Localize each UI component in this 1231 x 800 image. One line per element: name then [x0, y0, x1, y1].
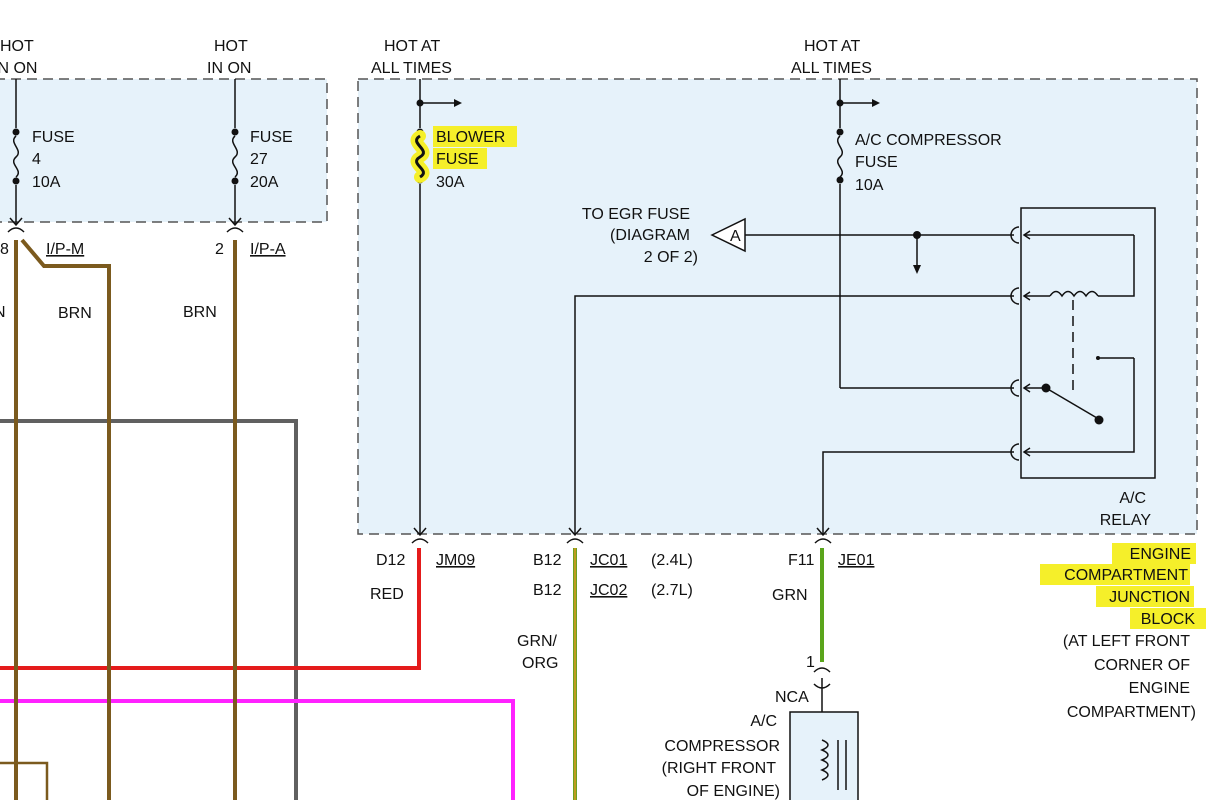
fuse27-number: 27 — [250, 151, 268, 168]
block-label-line6: CORNER OF — [1094, 657, 1190, 674]
wire-grn: GRN — [772, 587, 808, 604]
fuse4-name: FUSE — [32, 129, 75, 146]
pin-d12: D12 — [376, 552, 405, 569]
jc01-note: (2.4L) — [651, 552, 693, 569]
hot-in-on-left-line2: IN ON — [0, 60, 37, 77]
compressor-line2: COMPRESSOR — [664, 738, 780, 755]
connector-ipa: I/P-A — [250, 241, 286, 258]
egr-reference-arrow — [710, 217, 746, 253]
compressor-clutch-coil — [820, 739, 829, 781]
fuse4-rating: 10A — [32, 174, 61, 191]
connector-ipm: I/P-M — [46, 241, 84, 258]
nca-pin: 1 — [806, 654, 815, 671]
hot-in-on-right-line2: IN ON — [207, 60, 251, 77]
block-label-line1: ENGINE — [1130, 546, 1191, 563]
hot-all-times-left-line1: HOT AT — [384, 38, 441, 55]
pin-left: 8 — [0, 241, 9, 258]
block-label-line3: JUNCTION — [1109, 589, 1190, 606]
blower-fuse-name1: BLOWER — [436, 129, 505, 146]
compressor-line3: (RIGHT FRONT — [662, 760, 777, 777]
magenta-wire — [0, 699, 515, 800]
relay-terminals — [1010, 226, 1020, 461]
block-label-line4: BLOCK — [1141, 611, 1196, 628]
pin-f11: F11 — [788, 552, 814, 569]
hot-all-times-right-line2: ALL TIMES — [791, 60, 872, 77]
connector-je01: JE01 — [838, 552, 875, 569]
relay-arrows — [1022, 230, 1031, 457]
block-label-line8: COMPARTMENT) — [1067, 704, 1196, 721]
egr-line3: 2 OF 2) — [644, 249, 698, 266]
wire-grn-org-line1: GRN/ — [517, 633, 558, 650]
wire-brn-right: BRN — [183, 304, 217, 321]
wire-grn-org-line2: ORG — [522, 655, 558, 672]
wire-brn-mid: BRN — [58, 305, 92, 322]
internal-circuit — [13, 79, 1156, 712]
pin-2: 2 — [215, 241, 224, 258]
hot-in-on-right-line1: HOT — [214, 38, 248, 55]
highlight-backgrounds — [433, 126, 1206, 629]
fuse4-number: 4 — [32, 151, 41, 168]
gray-wire — [0, 419, 298, 800]
egr-line2: (DIAGRAM — [610, 227, 690, 244]
compressor-line1: A/C — [750, 713, 777, 730]
junction-dots — [12, 99, 1104, 425]
wire-brn-left: N — [0, 304, 6, 321]
blower-fuse-rating: 30A — [436, 174, 465, 191]
red-wire — [0, 548, 421, 670]
hot-in-on-left-line1: HOT — [0, 38, 34, 55]
egr-line1: TO EGR FUSE — [582, 206, 690, 223]
ac-comp-fuse-name2: FUSE — [855, 154, 898, 171]
connector-jm09: JM09 — [436, 552, 475, 569]
connector-nca: NCA — [775, 689, 809, 706]
relay-label-line2: RELAY — [1100, 512, 1152, 529]
engine-junction-block — [357, 78, 1198, 535]
left-fuse-block — [0, 78, 328, 223]
compressor-line4: OF ENGINE) — [687, 783, 780, 800]
arrow-heads — [454, 99, 921, 274]
fuse27-name: FUSE — [250, 129, 293, 146]
block-label-line7: ENGINE — [1129, 680, 1190, 697]
hot-all-times-right-line1: HOT AT — [804, 38, 861, 55]
brown-wire-bottom-left — [0, 761, 49, 800]
blower-fuse-name2: FUSE — [436, 151, 479, 168]
connector-symbols — [7, 217, 832, 689]
brown-wire-ipm — [20, 238, 111, 800]
egr-ref-letter: A — [730, 228, 741, 245]
relay-label-line1: A/C — [1119, 490, 1146, 507]
pin-b12b: B12 — [533, 582, 562, 599]
hot-all-times-left-line2: ALL TIMES — [371, 60, 452, 77]
block-label-line5: (AT LEFT FRONT — [1063, 633, 1190, 650]
wire-red: RED — [370, 586, 404, 603]
block-label-line2: COMPARTMENT — [1064, 567, 1188, 584]
blower-fuse-symbol — [415, 134, 425, 179]
connector-jc01: JC01 — [590, 552, 627, 569]
connector-jc02: JC02 — [590, 582, 627, 599]
pin-b12a: B12 — [533, 552, 562, 569]
fuse27-rating: 20A — [250, 174, 279, 191]
jc02-note: (2.7L) — [651, 582, 693, 599]
ac-comp-fuse-rating: 10A — [855, 177, 884, 194]
compressor-box — [789, 711, 859, 800]
ac-comp-fuse-name1: A/C COMPRESSOR — [855, 132, 1002, 149]
